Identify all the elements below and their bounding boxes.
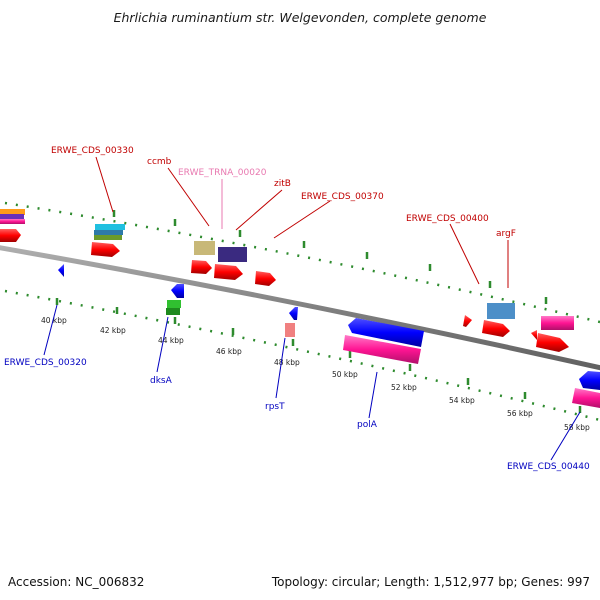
cds-arrow: [463, 315, 472, 327]
gene-label: ERWE_TRNA_00020: [178, 168, 267, 178]
gene-label: ERWE_CDS_00440: [507, 462, 590, 472]
genome-backbone: [0, 245, 600, 371]
tick-label: 58 kbp: [564, 423, 590, 432]
cds-arrow: [289, 307, 298, 320]
label-leader: [95, 156, 114, 213]
reverse-gene-labels: ERWE_CDS_00320 dksA rpsT polA ERWE_CDS_0…: [4, 304, 590, 472]
label-leader: [167, 167, 210, 227]
label-leader: [449, 223, 480, 285]
cds-arrow: [0, 229, 21, 242]
cds-arrow: [214, 264, 243, 280]
feature-box: [0, 219, 25, 224]
tick-label: 44 kbp: [158, 336, 184, 345]
label-leader: [273, 200, 331, 239]
gene-label: zitB: [274, 179, 291, 189]
tick-label: 42 kbp: [100, 326, 126, 335]
position-tick-labels: 40 kbp 42 kbp 44 kbp 46 kbp 48 kbp 50 kb…: [41, 316, 590, 432]
tick-label: 54 kbp: [449, 396, 475, 405]
feature-box: [94, 230, 123, 235]
map-title: Ehrlichia ruminantium str. Welgevonden, …: [113, 10, 487, 25]
genome-summary-text: Topology: circular; Length: 1,512,977 bp…: [271, 575, 590, 589]
cds-arrow: [191, 260, 212, 274]
tick-label: 56 kbp: [507, 409, 533, 418]
cds-arrow: [91, 242, 120, 257]
cds-arrow: [343, 335, 421, 364]
label-leader: [275, 337, 286, 399]
forward-major-ticks: [112, 210, 548, 304]
label-leader: [156, 316, 169, 373]
label-leader: [368, 371, 378, 419]
gene-label: argF: [496, 229, 516, 239]
cds-arrow: [572, 388, 600, 408]
feature-box: [218, 247, 247, 262]
feature-box: [0, 214, 24, 219]
tick-label: 40 kbp: [41, 316, 67, 325]
label-leader: [235, 189, 283, 231]
feature-box: [487, 303, 515, 319]
gene-label: ERWE_CDS_00330: [51, 146, 134, 156]
reverse-major-ticks: [55, 298, 582, 413]
forward-gene-labels: ERWE_CDS_00330 ccmb ERWE_TRNA_00020 zitB…: [51, 146, 516, 288]
feature-box: [0, 209, 25, 215]
gene-label: dksA: [150, 376, 173, 386]
accession-text: Accession: NC_006832: [8, 575, 145, 589]
cds-arrow: [579, 371, 600, 390]
cds-arrow: [482, 320, 510, 337]
forward-features: [0, 209, 574, 352]
gene-label: rpsT: [265, 402, 285, 412]
feature-box: [541, 316, 574, 330]
gene-label: ERWE_CDS_00320: [4, 358, 87, 368]
gene-label: ccmb: [147, 157, 172, 167]
feature-box: [167, 300, 181, 308]
feature-box: [166, 308, 180, 315]
feature-box: [95, 224, 125, 230]
reverse-features: [58, 264, 600, 408]
label-leader: [43, 304, 58, 356]
tick-label: 48 kbp: [274, 358, 300, 367]
cds-arrow: [536, 333, 569, 352]
gene-label: polA: [357, 420, 378, 430]
gene-label: ERWE_CDS_00400: [406, 214, 489, 224]
cds-arrow: [171, 284, 184, 298]
label-leader: [550, 411, 581, 461]
cds-arrow: [531, 330, 537, 340]
feature-box: [94, 235, 122, 240]
cds-arrow: [58, 264, 64, 277]
cds-arrow: [255, 271, 276, 286]
cds-arrow: [348, 318, 424, 347]
tick-label: 50 kbp: [332, 370, 358, 379]
tick-label: 52 kbp: [391, 383, 417, 392]
tick-label: 46 kbp: [216, 347, 242, 356]
feature-box: [285, 323, 295, 337]
gene-label: ERWE_CDS_00370: [301, 192, 384, 202]
feature-box: [194, 241, 215, 255]
